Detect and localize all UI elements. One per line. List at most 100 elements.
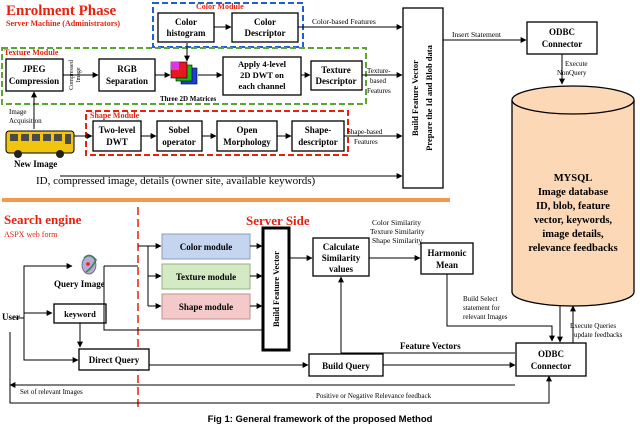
odbc-top-line1: ODBC xyxy=(549,27,575,37)
two-level-dwt-line1: Two-level xyxy=(99,125,136,135)
color-features-label: Color-based Features xyxy=(312,17,376,26)
shape-module-label: Shape module xyxy=(179,302,233,312)
odbc-bottom-line2: Connector xyxy=(531,361,572,371)
color-module-frame xyxy=(152,2,304,48)
jpeg-line2: Compression xyxy=(9,76,59,86)
db-name: MYSQL xyxy=(554,173,593,184)
new-image-label: New Image xyxy=(14,159,57,169)
texture-module-box xyxy=(161,263,251,290)
relevant-set-label: Set of relevant Images xyxy=(20,388,83,396)
calc-sim-line1: Calculate xyxy=(323,242,360,252)
harmonic-box xyxy=(420,242,474,275)
odbc-bottom-box xyxy=(515,342,587,377)
sobel-line2: operator xyxy=(162,137,196,147)
build-fv-enrol-line1: Build Feature Vector xyxy=(410,60,420,136)
enrolment-subtitle: Server Machine (Administrators) xyxy=(6,19,120,28)
sobel-box xyxy=(156,120,203,152)
relevance-feedback-label: Positive or Negative Relevance feedback xyxy=(316,392,432,400)
figure-caption: Fig 1: General framework of the proposed… xyxy=(208,414,433,425)
arrow-user-query-image xyxy=(23,263,73,318)
db-line-2: ID, blob, feature xyxy=(536,201,610,212)
rgb-box xyxy=(98,58,156,92)
shape-features-label-2: Features xyxy=(354,138,378,146)
rgb-line1: RGB xyxy=(117,64,137,74)
color-histogram-line1: Color xyxy=(175,17,197,27)
sim-color: Color Similarity xyxy=(372,218,421,227)
odbc-bottom-line1: ODBC xyxy=(538,349,564,359)
texture-descriptor-line2: Descriptor xyxy=(316,76,357,86)
build-fv-search-label: Build Feature Vector xyxy=(271,251,281,327)
shape-features-label-1: Shape-based xyxy=(347,128,383,136)
keyword-label: keyword xyxy=(64,309,96,319)
dwt4-line3: each channel xyxy=(239,81,287,91)
mysql-database xyxy=(511,85,635,307)
texture-features-label-3: Features xyxy=(367,87,391,95)
texture-features-label-2: based xyxy=(370,77,386,85)
build-select-1: Build Select xyxy=(463,295,497,303)
open-morph-line1: Open xyxy=(236,125,257,135)
sim-shape: Shape Similarity xyxy=(372,236,422,245)
arrow-feature-vectors xyxy=(338,276,515,354)
color-descriptor-line1: Color xyxy=(254,17,276,27)
color-module-label: Color module xyxy=(180,242,233,252)
execute-nonquery-2: NonQuery xyxy=(557,69,587,77)
rgb-line2: Separation xyxy=(106,76,148,86)
user-label: User xyxy=(2,312,20,322)
bus-image xyxy=(5,130,75,158)
calc-sim-line2: Similarity xyxy=(322,253,361,263)
query-image-icon xyxy=(81,254,97,275)
jpeg-line1: JPEG xyxy=(22,64,45,74)
build-query-label: Build Query xyxy=(322,361,370,371)
color-module-title: Color Module xyxy=(196,2,244,11)
odbc-top-box xyxy=(526,21,598,55)
sim-texture: Texture Similarity xyxy=(370,227,425,236)
texture-module-frame xyxy=(1,47,367,105)
search-title: Search engine xyxy=(4,212,82,227)
sobel-line1: Sobel xyxy=(168,125,190,135)
build-fv-enrol-box xyxy=(402,7,444,189)
acquisition-label-2: Acquisition xyxy=(9,117,42,125)
odbc-top-line2: Connector xyxy=(542,39,583,49)
shape-descriptor-line1: Shape- xyxy=(305,125,332,135)
matrix-red-sub xyxy=(171,62,179,70)
texture-features-label-1: Texture- xyxy=(367,67,391,75)
search-subtitle: ASPX web form xyxy=(4,230,58,239)
two-level-dwt-line2: DWT xyxy=(106,137,128,147)
shape-descriptor-box xyxy=(291,120,345,152)
shape-descriptor-line2: descriptor xyxy=(298,137,338,147)
texture-module-label: Texture module xyxy=(176,272,236,282)
db-line-5: relevance feedbacks xyxy=(528,243,617,254)
harmonic-line1: Harmonic xyxy=(428,248,467,258)
enrolment-title: Enrolment Phase xyxy=(6,3,116,19)
arrow-user-direct-query xyxy=(23,318,79,363)
shape-module-box xyxy=(161,293,251,320)
two-level-dwt-box xyxy=(92,120,142,152)
db-line-4: image details, xyxy=(542,229,604,240)
direct-query-box xyxy=(78,348,150,371)
color-descriptor-box xyxy=(231,12,299,43)
color-descriptor-line2: Descriptor xyxy=(245,28,286,38)
acquisition-label-1: Image xyxy=(9,108,27,116)
build-fv-search-box xyxy=(261,226,291,352)
calc-sim-box xyxy=(312,237,370,277)
calc-sim-line3: values xyxy=(329,264,354,274)
execute-nonquery-1: Execute xyxy=(565,60,588,68)
color-histogram-line2: histogram xyxy=(167,28,207,38)
query-image-label: Query Image xyxy=(54,279,105,289)
build-select-3: relevant Images xyxy=(463,313,508,321)
insert-statement-label: Insert Statement xyxy=(452,30,502,39)
arrow-user-keyword xyxy=(23,310,53,318)
dwt4-box xyxy=(222,56,302,96)
execute-queries-1: Execute Queries xyxy=(570,322,616,330)
arrow-harmonic-odbc xyxy=(446,274,555,342)
db-line-1: Image database xyxy=(538,187,609,198)
shape-module-frame xyxy=(85,110,349,156)
dwt4-line2: 2D DWT on xyxy=(240,70,284,80)
open-morph-line2: Morphology xyxy=(223,137,271,147)
harmonic-line2: Mean xyxy=(436,260,458,270)
direct-query-label: Direct Query xyxy=(89,355,140,365)
shape-module-title: Shape Module xyxy=(90,111,140,120)
jpeg-box xyxy=(5,58,64,92)
feature-vectors-label: Feature Vectors xyxy=(400,341,461,351)
